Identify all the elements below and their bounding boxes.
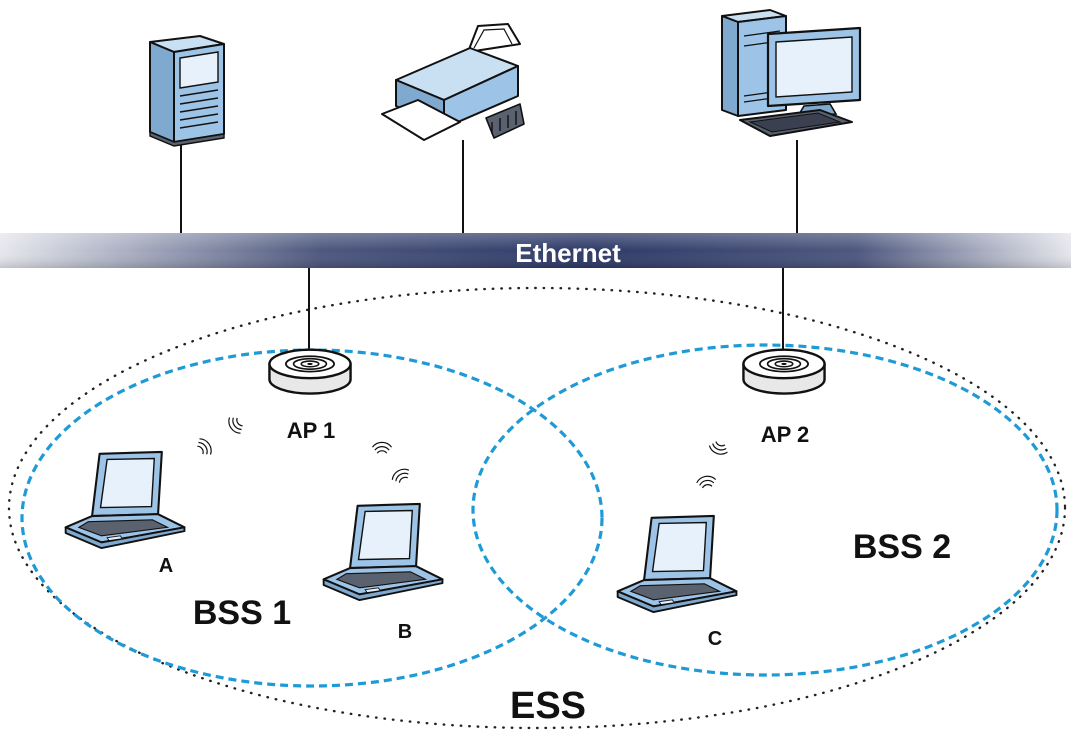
ess-boundary — [7, 286, 1067, 730]
ethernet-label: Ethernet — [515, 238, 621, 268]
signal-a-far-icon — [224, 413, 247, 437]
signal-b-bottom-icon — [389, 465, 413, 486]
client-a-label: A — [159, 555, 173, 577]
wired-connections — [180, 140, 798, 352]
ap2-label: AP 2 — [761, 422, 810, 447]
signal-a-near-icon — [193, 435, 216, 459]
access-point-1-icon — [268, 348, 352, 395]
client-b-label: B — [398, 621, 412, 643]
signal-b-top-icon — [371, 441, 393, 454]
signal-c-top-icon — [707, 439, 731, 458]
bss2-boundary — [471, 343, 1059, 677]
bss1-label: BSS 1 — [193, 594, 291, 632]
laptop-b-icon — [322, 502, 444, 602]
wireless-signals — [193, 413, 731, 490]
desktop-computer-icon — [721, 9, 862, 137]
signal-c-bottom-icon — [695, 474, 718, 490]
ess-label: ESS — [510, 685, 586, 727]
ap1-label: AP 1 — [287, 418, 336, 443]
laptop-a-icon — [64, 450, 186, 550]
client-c-label: C — [708, 628, 722, 650]
printer-icon — [381, 23, 525, 141]
laptop-c-icon — [616, 514, 738, 614]
ethernet-backbone: Ethernet — [0, 233, 1071, 268]
bss2-label: BSS 2 — [853, 528, 951, 566]
access-point-2-icon — [742, 348, 826, 395]
server-icon — [149, 35, 225, 147]
